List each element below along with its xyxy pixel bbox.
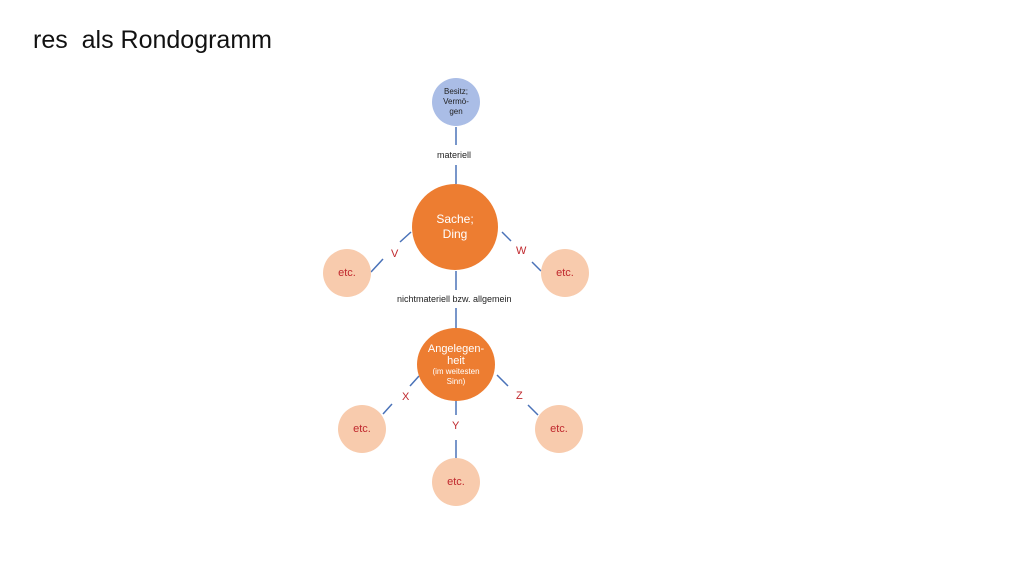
node-sache: Sache; Ding (412, 184, 498, 270)
node-sache-line1: Sache; (436, 212, 474, 226)
line-ang-z-lower (527, 404, 539, 416)
label-nichtmateriell: nichtmateriell bzw. allgemein (397, 294, 512, 304)
letter-w: W (516, 245, 527, 257)
letter-x: X (402, 391, 410, 403)
node-sache-line2: Ding (442, 227, 468, 241)
node-etc-bottom: etc. (432, 458, 480, 506)
letter-y: Y (452, 420, 460, 432)
node-etc-bottom-label: etc. (447, 476, 465, 488)
node-etc-bottom-right-label: etc. (550, 423, 568, 435)
slide-title: res als Rondogramm (33, 26, 272, 54)
label-materiell: materiell (437, 150, 472, 160)
letter-z: Z (516, 390, 523, 402)
letter-v: V (391, 248, 399, 260)
line-sache-v-lower (370, 258, 384, 273)
node-besitz-line2: Vermö- (443, 97, 469, 106)
node-besitz-line1: Besitz; (443, 87, 468, 96)
node-etc-bottom-left: etc. (338, 405, 386, 453)
node-angelegenheit-line4: Sinn) (446, 376, 466, 386)
node-etc-left: etc. (323, 249, 371, 297)
line-ang-x-upper (409, 375, 420, 387)
node-angelegenheit: Angelegen- heit (im weitesten Sinn) (417, 328, 495, 401)
node-etc-right-label: etc. (556, 267, 574, 279)
node-etc-right: etc. (541, 249, 589, 297)
node-angelegenheit-line1: Angelegen- (427, 342, 485, 355)
node-besitz-line3: gen (449, 107, 463, 116)
node-etc-left-label: etc. (338, 267, 356, 279)
node-etc-bottom-left-label: etc. (353, 423, 371, 435)
line-ang-x-lower (382, 403, 393, 415)
node-angelegenheit-line3: (im weitesten (432, 366, 480, 376)
node-besitz: Besitz; Vermö- gen (432, 78, 480, 126)
line-sache-w-upper (501, 231, 512, 242)
line-ang-z-upper (496, 374, 509, 387)
node-angelegenheit-line2: heit (447, 354, 465, 367)
line-sache-w-lower (531, 261, 542, 272)
node-etc-bottom-right: etc. (535, 405, 583, 453)
line-sache-v-upper (399, 231, 412, 243)
